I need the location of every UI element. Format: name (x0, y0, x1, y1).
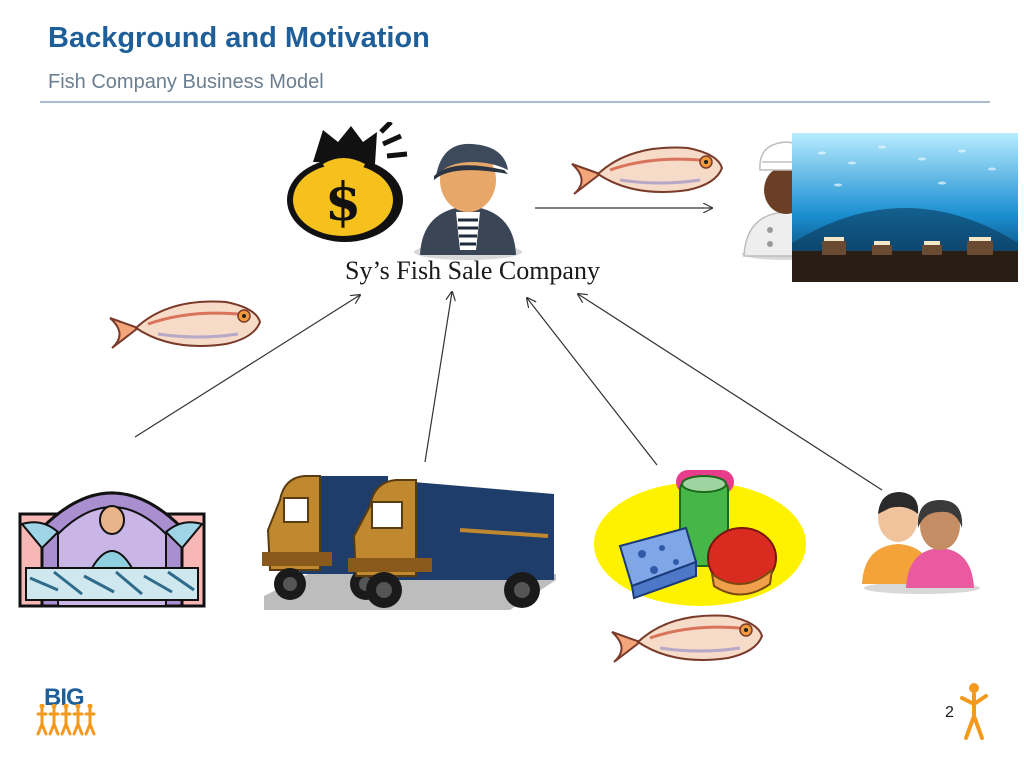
groceries-icon (594, 470, 806, 606)
fish-icon (611, 614, 764, 663)
title-divider (40, 101, 990, 103)
arrow-customers-to-company (578, 294, 883, 491)
fish-market-icon (18, 491, 206, 608)
money-bag-icon: $ (287, 122, 408, 242)
fish-icon (571, 146, 724, 195)
fisherman-avatar-icon (414, 143, 522, 260)
arrow-trucks-to-company (424, 292, 452, 463)
customers-icon (862, 492, 980, 594)
big-logo-people-icon (36, 704, 96, 736)
slide-title: Background and Motivation (48, 22, 430, 54)
corner-mascot-icon (960, 683, 988, 740)
delivery-trucks-icon (262, 475, 556, 610)
page-number: 2 (945, 704, 954, 721)
slide-subtitle: Fish Company Business Model (48, 71, 324, 93)
arrow-groceries-to-company (527, 298, 658, 466)
arrow-market-to-company (134, 295, 360, 438)
company-label: Sy’s Fish Sale Company (345, 256, 600, 285)
fish-icon (109, 300, 262, 349)
aquarium-restaurant-image (792, 133, 1018, 282)
svg-text:$: $ (325, 172, 361, 233)
